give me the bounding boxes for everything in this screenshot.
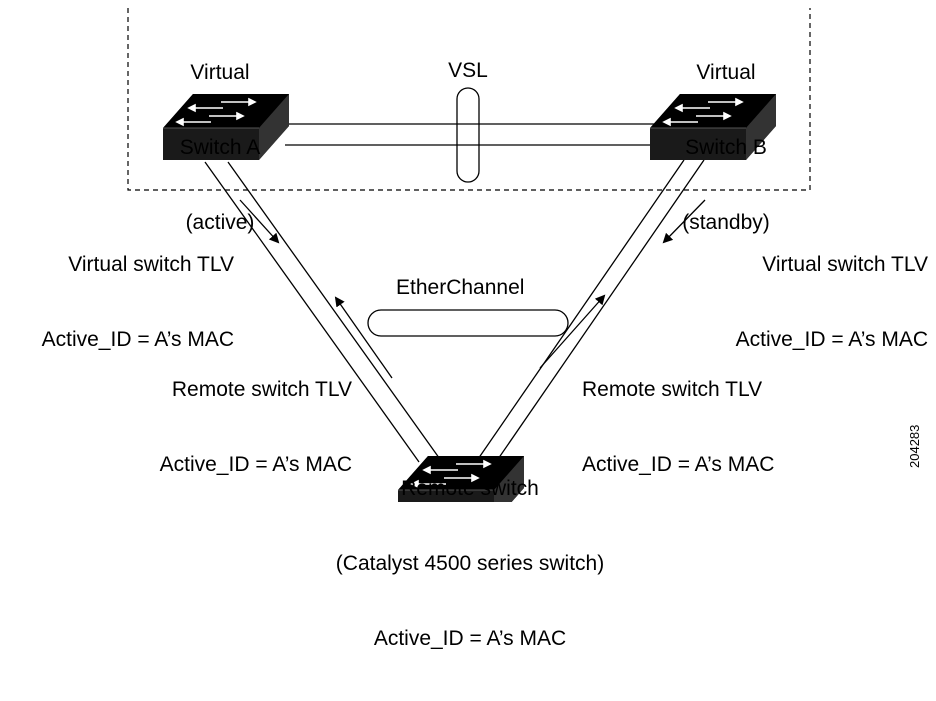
remote-tlv-left: Remote switch TLV Active_ID = A’s MAC xyxy=(120,327,352,527)
remote-switch-label-line2: (Catalyst 4500 series switch) xyxy=(335,552,605,575)
switch-b-label: Virtual Switch B (standby) xyxy=(656,10,796,285)
remote-switch-label-line1: Remote switch xyxy=(401,477,539,500)
vsl-label: VSL xyxy=(448,59,488,82)
virtual-tlv-right: Virtual switch TLV Active_ID = A’s MAC xyxy=(686,202,928,402)
etherchannel-bundle-oval xyxy=(367,309,569,337)
virtual-domain-boundary xyxy=(127,8,811,191)
switch-a-label-line3: (active) xyxy=(185,211,255,234)
switch-b-label-line3: (standby) xyxy=(682,211,770,234)
switch-icon xyxy=(163,94,289,160)
virtual-switch-diagram: Virtual Switch A (active) Virtual Switch… xyxy=(0,8,928,650)
figure-id: 204283 xyxy=(907,424,922,468)
remote-tlv-right: Remote switch TLV Active_ID = A’s MAC xyxy=(582,327,774,527)
remote-tlv-left-line2: Active_ID = A’s MAC xyxy=(159,453,352,476)
switch-b-label-line2: Switch B xyxy=(685,136,767,159)
remote-switch-label-line3: Active_ID = A’s MAC xyxy=(373,627,567,650)
virtual-tlv-left-line1: Virtual switch TLV xyxy=(68,253,234,276)
remote-tlv-left-line1: Remote switch TLV xyxy=(171,378,352,401)
virtual-tlv-right-line2: Active_ID = A’s MAC xyxy=(735,328,928,351)
switch-b-label-line1: Virtual xyxy=(696,61,756,84)
virtual-tlv-right-line1: Virtual switch TLV xyxy=(762,253,928,276)
switch-a-label-line1: Virtual xyxy=(190,61,250,84)
remote-switch-label: Remote switch (Catalyst 4500 series swit… xyxy=(270,426,670,701)
arrow-icon xyxy=(539,294,606,369)
link-a-to-remote xyxy=(204,161,443,463)
virtual-tlv-left: Virtual switch TLV Active_ID = A’s MAC xyxy=(0,202,234,402)
switch-a-label-line2: Switch A xyxy=(179,136,261,159)
switch-icon xyxy=(398,456,524,502)
switch-a-label: Virtual Switch A (active) xyxy=(150,10,290,285)
arrow-icon xyxy=(334,296,393,379)
arrow-icon xyxy=(662,199,706,244)
link-b-to-remote xyxy=(475,159,705,463)
arrow-icon xyxy=(239,199,280,244)
virtual-tlv-left-line2: Active_ID = A’s MAC xyxy=(41,328,234,351)
etherchannel-label: EtherChannel xyxy=(396,276,525,299)
remote-tlv-right-line1: Remote switch TLV xyxy=(582,378,763,401)
vsl-bundle-oval xyxy=(456,87,480,183)
diagram-graphics xyxy=(127,8,811,502)
remote-tlv-right-line2: Active_ID = A’s MAC xyxy=(582,453,775,476)
switch-icon xyxy=(650,94,776,160)
